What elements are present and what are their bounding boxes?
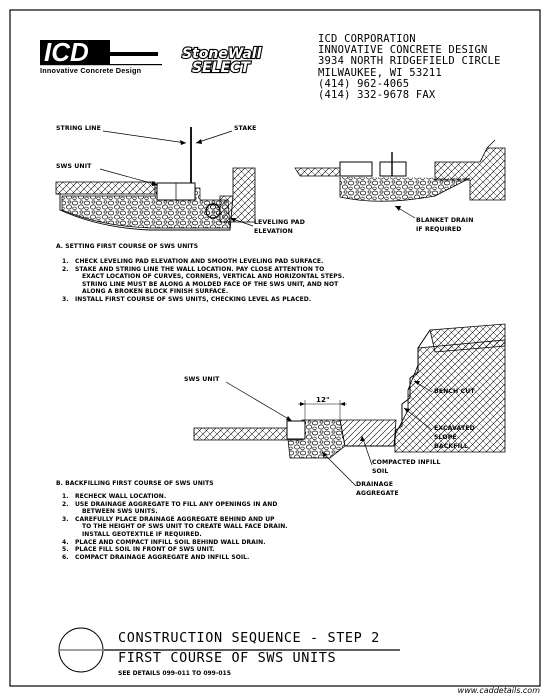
step-line: 4. PLACE AND COMPACT INFILL SOIL BEHIND …	[62, 538, 266, 546]
title-line-3: SEE DETAILS 099-011 TO 099-015	[118, 670, 231, 677]
label-leveling-pad-1: LEVELING PAD	[254, 219, 305, 226]
company-line: MILWAUKEE, WI 53211	[318, 66, 442, 79]
label-bench-cut: BENCH CUT	[434, 388, 475, 395]
company-line: INNOVATIVE CONCRETE DESIGN	[318, 44, 488, 57]
label-compacted-2: SOIL	[372, 468, 389, 475]
label-excavated-3: BACKFILL	[434, 443, 469, 450]
section-b-steps: 1. RECHECK WALL LOCATION. 2. USE DRAINAG…	[62, 493, 288, 561]
step-line: 1. RECHECK WALL LOCATION.	[62, 493, 167, 500]
diagram-a-right	[294, 139, 506, 219]
step-line: ALONG A BROKEN BLOCK FINISH SURFACE.	[82, 288, 229, 296]
label-stake: STAKE	[234, 125, 257, 132]
step-line: 2. USE DRAINAGE AGGREGATE TO FILL ANY OP…	[62, 500, 278, 508]
label-drainage-2: AGGREGATE	[356, 490, 399, 497]
section-b-heading: B. BACKFILLING FIRST COURSE OF SWS UNITS	[56, 480, 214, 487]
step-line: 3. CAREFULLY PLACE DRAINAGE AGGREGATE BE…	[62, 515, 275, 523]
stonewall-select-logo: StoneWall SELECT	[181, 45, 263, 77]
company-line: (414) 332-9678 FAX	[318, 89, 436, 102]
label-excavated-2: SLOPE	[434, 434, 457, 441]
step-line: 1. CHECK LEVELING PAD ELEVATION AND SMOO…	[62, 258, 324, 265]
step-line: 5. PLACE FILL SOIL IN FRONT OF SWS UNIT.	[62, 546, 215, 554]
step-line: INSTALL GEOTEXTILE IF REQUIRED.	[82, 530, 202, 538]
icd-logo: ICD	[40, 37, 162, 67]
footer-url[interactable]: www.caddetails.com	[457, 686, 540, 695]
section-a-steps: 1. CHECK LEVELING PAD ELEVATION AND SMOO…	[62, 258, 344, 304]
step-line: STRING LINE MUST BE ALONG A MOLDED FACE …	[82, 280, 339, 288]
label-excavated-1: EXCAVATED	[434, 425, 475, 432]
diagram-b	[193, 323, 506, 487]
label-drainage-1: DRAINAGE	[356, 481, 394, 488]
company-address-block: ICD CORPORATION INNOVATIVE CONCRETE DESI…	[318, 33, 501, 102]
label-dimension-12in: 12"	[316, 396, 330, 404]
step-line: TO THE HEIGHT OF SWS UNIT TO CREATE WALL…	[82, 523, 288, 531]
step-line: 2. STAKE AND STRING LINE THE WALL LOCATI…	[62, 265, 325, 273]
step-line: 3. INSTALL FIRST COURSE OF SWS UNITS, CH…	[62, 295, 312, 303]
section-a-heading: A. SETTING FIRST COURSE OF SWS UNITS	[56, 243, 199, 250]
label-leveling-pad-2: ELEVATION	[254, 228, 293, 235]
label-string-line: STRING LINE	[56, 125, 101, 132]
title-line-2: FIRST COURSE OF SWS UNITS	[118, 650, 337, 666]
label-sws-unit-b: SWS UNIT	[184, 376, 220, 383]
icd-logo-text: ICD	[44, 37, 89, 67]
title-block	[58, 627, 400, 673]
company-line: 3934 NORTH RIDGEFIELD CIRCLE	[318, 55, 501, 68]
icd-subtitle: Innovative Concrete Design	[40, 66, 142, 75]
title-line-1: CONSTRUCTION SEQUENCE - STEP 2	[118, 630, 380, 646]
label-compacted-1: COMPACTED INFILL	[372, 459, 441, 466]
step-line: EXACT LOCATION OF CURVES, CORNERS, VERTI…	[82, 273, 345, 281]
svg-text:StoneWall: StoneWall	[182, 46, 262, 62]
svg-text:SELECT: SELECT	[192, 60, 251, 76]
company-line: ICD CORPORATION	[318, 33, 416, 45]
company-line: (414) 962-4065	[318, 77, 410, 90]
step-line: 6. COMPACT DRAINAGE AGGREGATE AND INFILL…	[62, 553, 250, 561]
step-line: BETWEEN SWS UNITS.	[82, 508, 158, 516]
diagram-a-left	[55, 127, 256, 231]
label-blanket-drain-2: IF REQUIRED	[416, 226, 462, 233]
label-blanket-drain-1: BLANKET DRAIN	[416, 217, 474, 224]
label-sws-unit-a: SWS UNIT	[56, 163, 92, 170]
